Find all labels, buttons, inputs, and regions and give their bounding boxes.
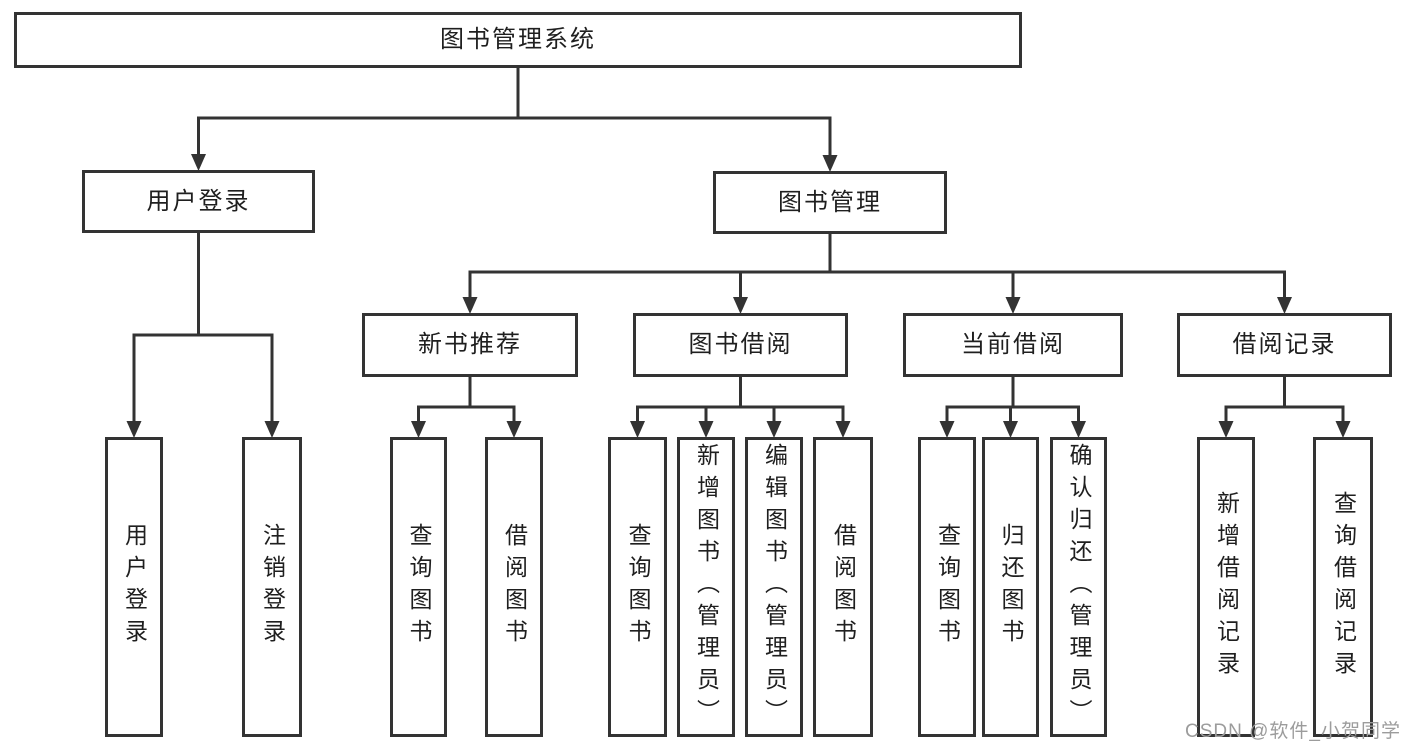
arrowhead-icon (411, 421, 426, 438)
arrowhead-icon (264, 421, 280, 438)
node-label-book-mgmt: 图书管理 (778, 188, 882, 216)
node-label-book-borrow: 图书借阅 (688, 331, 793, 358)
arrowhead-icon (1335, 421, 1351, 438)
arrowhead-icon (1005, 297, 1021, 314)
node-cb-return: 归还图书 (982, 437, 1039, 737)
node-login: 用户登录 (105, 437, 163, 737)
node-label-bb-query: 查询图书 (625, 523, 651, 651)
node-label-new-book-rec: 新书推荐 (418, 331, 522, 358)
arrowhead-icon (1071, 421, 1086, 438)
arrowhead-icon (766, 421, 782, 438)
node-new-book-rec: 新书推荐 (362, 313, 578, 377)
arrowhead-icon (462, 297, 478, 314)
node-rec-borrow: 借阅图书 (485, 437, 543, 737)
arrowhead-icon (1277, 297, 1292, 314)
node-bb-query: 查询图书 (608, 437, 667, 737)
node-label-cb-return: 归还图书 (998, 523, 1024, 651)
arrowhead-icon (1218, 421, 1234, 438)
arrowhead-icon (126, 421, 142, 438)
node-cb-confirm: 确认归还（管理员） (1050, 437, 1107, 737)
node-logout: 注销登录 (242, 437, 302, 737)
node-cb-query: 查询图书 (918, 437, 976, 737)
node-label-current-borrow: 当前借阅 (961, 331, 1065, 358)
arrowhead-icon (506, 421, 522, 438)
node-label-logout: 注销登录 (259, 523, 286, 651)
node-label-br-add: 新增借阅记录 (1213, 491, 1240, 683)
arrowhead-icon (630, 421, 645, 438)
arrowhead-icon (733, 297, 748, 314)
arrowhead-icon (939, 421, 955, 438)
node-book-borrow: 图书借阅 (633, 313, 848, 377)
node-borrow-records: 借阅记录 (1177, 313, 1392, 377)
node-user-login: 用户登录 (82, 170, 315, 233)
node-label-bb-add: 新增图书（管理员） (693, 443, 720, 731)
node-label-br-query: 查询借阅记录 (1330, 491, 1357, 683)
arrowhead-icon (191, 154, 206, 171)
node-book-mgmt: 图书管理 (713, 171, 947, 234)
node-label-rec-borrow: 借阅图书 (501, 523, 528, 651)
arrowhead-icon (1003, 421, 1018, 438)
node-label-user-login: 用户登录 (146, 187, 251, 215)
watermark: CSDN @软件_小贺同学 (1185, 721, 1401, 742)
node-bb-add: 新增图书（管理员） (677, 437, 735, 737)
node-br-query: 查询借阅记录 (1313, 437, 1373, 737)
arrowhead-icon (835, 421, 851, 438)
node-label-bb-borrow: 借阅图书 (830, 523, 857, 651)
node-label-cb-confirm: 确认归还（管理员） (1066, 443, 1092, 731)
node-current-borrow: 当前借阅 (903, 313, 1123, 377)
node-label-cb-query: 查询图书 (934, 523, 961, 651)
node-label-borrow-records: 借阅记录 (1232, 331, 1337, 358)
node-rec-query: 查询图书 (390, 437, 447, 737)
node-label-bb-edit: 编辑图书（管理员） (761, 443, 788, 731)
node-bb-edit: 编辑图书（管理员） (745, 437, 803, 737)
node-label-rec-query: 查询图书 (406, 523, 432, 651)
node-root: 图书管理系统 (14, 12, 1022, 68)
arrowhead-icon (822, 155, 838, 172)
node-bb-borrow: 借阅图书 (813, 437, 873, 737)
node-label-root: 图书管理系统 (440, 26, 596, 53)
node-label-login: 用户登录 (121, 523, 148, 651)
node-br-add: 新增借阅记录 (1197, 437, 1255, 737)
arrowhead-icon (698, 421, 714, 438)
